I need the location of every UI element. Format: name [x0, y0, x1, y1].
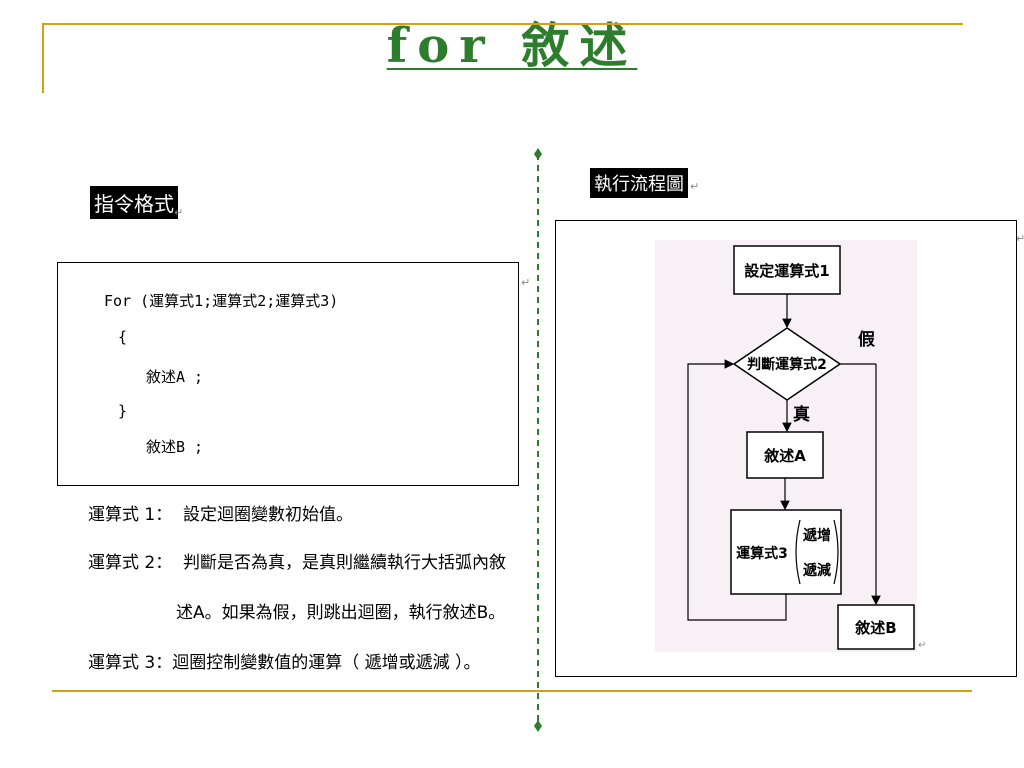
code-line-for: For (運算式1;運算式2;運算式3): [104, 292, 339, 310]
code-line-statement-a: 敘述A ;: [146, 368, 204, 386]
true-label: 真: [793, 404, 810, 425]
false-label: 假: [858, 329, 875, 350]
description-expr3: 運算式 3：迴圈控制變數值的運算（ 遞增或遞減 ）。: [88, 653, 481, 673]
center-divider: [534, 148, 542, 732]
statement-b-text: 敘述B: [854, 619, 896, 637]
paragraph-mark: ↵: [521, 276, 531, 289]
decision-text: 判斷運算式2: [747, 356, 827, 373]
statement-a-text: 敘述A: [763, 447, 806, 465]
statement-b-box: [837, 604, 915, 650]
bottom-rule: [52, 690, 972, 692]
page-title: for 敘述: [386, 18, 638, 74]
top-rule: [42, 23, 963, 25]
update-box-text: 運算式3: [736, 545, 788, 562]
code-line-statement-b: 敘述B ;: [146, 438, 204, 456]
code-line-close-brace: }: [118, 402, 128, 420]
paragraph-mark: ↵: [690, 180, 700, 193]
statement-a-box: [746, 431, 824, 479]
update-paren-right: [833, 519, 839, 585]
code-line-open-brace: {: [118, 328, 128, 346]
description-expr2: 運算式 2： 判斷是否為真，是真則繼續執行大括弧內敘: [88, 553, 507, 573]
flowchart-frame: [555, 220, 1017, 677]
update-inc-text: 遞增: [803, 527, 831, 544]
update-dec-text: 遞減: [803, 562, 831, 579]
syntax-code-box: [57, 262, 519, 486]
flowchart-header-label: 執行流程圖: [590, 168, 688, 198]
init-box-text: 設定運算式1: [744, 262, 829, 280]
description-expr1: 運算式 1： 設定迴圈變數初始值。: [88, 505, 354, 525]
paragraph-mark: ↵: [918, 640, 926, 651]
syntax-header-label: 指令格式: [90, 186, 178, 219]
left-rule: [42, 23, 44, 93]
description-expr2-cont: 述A。如果為假，則跳出迴圈，執行敘述B。: [176, 603, 506, 623]
loop-back-line: [687, 359, 787, 621]
paragraph-mark: ↵: [174, 206, 184, 219]
update-paren-left: [795, 519, 801, 585]
paragraph-mark: ↵: [1016, 232, 1024, 245]
